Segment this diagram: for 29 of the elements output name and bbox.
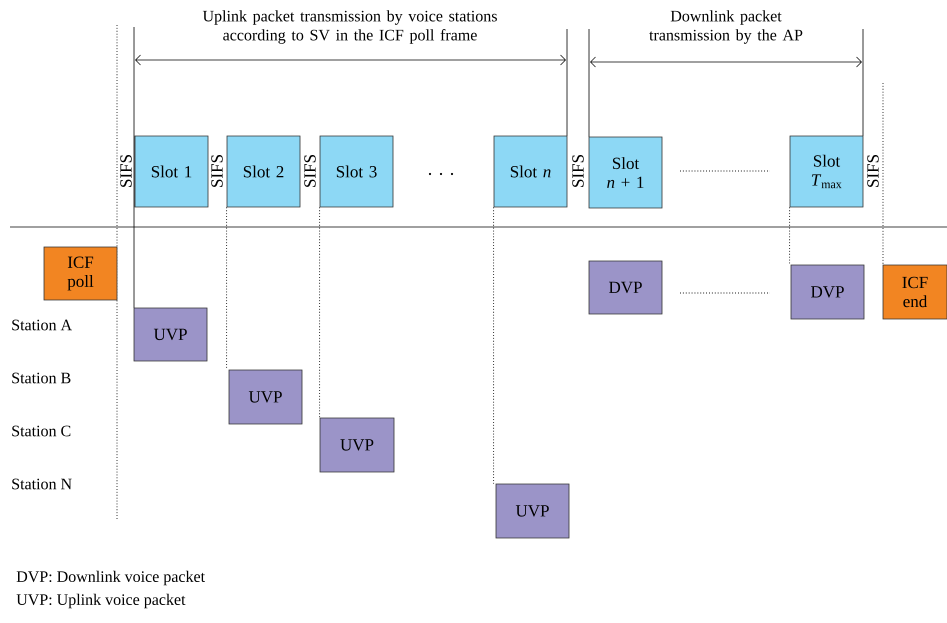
guide-line bbox=[226, 206, 228, 370]
packet-box: UVP bbox=[320, 418, 394, 472]
slot-box: Slot 3 bbox=[320, 136, 394, 208]
sifs-label: SIFS bbox=[211, 155, 223, 187]
packet-box: UVP bbox=[496, 484, 570, 538]
station-label: Station B bbox=[12, 372, 70, 384]
guide-line bbox=[319, 206, 320, 418]
sifs-label: SIFS bbox=[572, 155, 584, 187]
station-label: Station A bbox=[12, 320, 72, 330]
slot-box: Slot n bbox=[494, 136, 568, 208]
guide-line bbox=[493, 206, 494, 484]
slot-box: Slot 1 bbox=[134, 136, 208, 208]
packet-box: DVP bbox=[588, 260, 662, 314]
slot-box: Slot n + 1 bbox=[588, 136, 662, 208]
dimension-text: Uplink packet transmission by voice stations according to SV in the ICF poll frame bbox=[202, 10, 497, 44]
dimension-text: Downlink packet transmission by the AP bbox=[649, 10, 802, 44]
note: UVP: Uplink voice packet bbox=[16, 594, 186, 608]
slot-box: Slot T$_{max}$ bbox=[790, 136, 864, 208]
station-label: Station N bbox=[12, 478, 72, 490]
packet-box: UVP bbox=[134, 308, 208, 362]
station-label: Station C bbox=[12, 426, 70, 436]
frame-box: ICF poll bbox=[44, 246, 118, 300]
slot-box: Slot 2 bbox=[226, 136, 300, 208]
packet-box: DVP bbox=[790, 264, 864, 320]
guide-line bbox=[789, 206, 790, 266]
sifs-label: SIFS bbox=[304, 155, 316, 187]
packet-box: UVP bbox=[228, 370, 302, 424]
note: DVP: Downlink voice packet bbox=[16, 570, 205, 586]
frame-box: ICF end bbox=[882, 264, 947, 320]
